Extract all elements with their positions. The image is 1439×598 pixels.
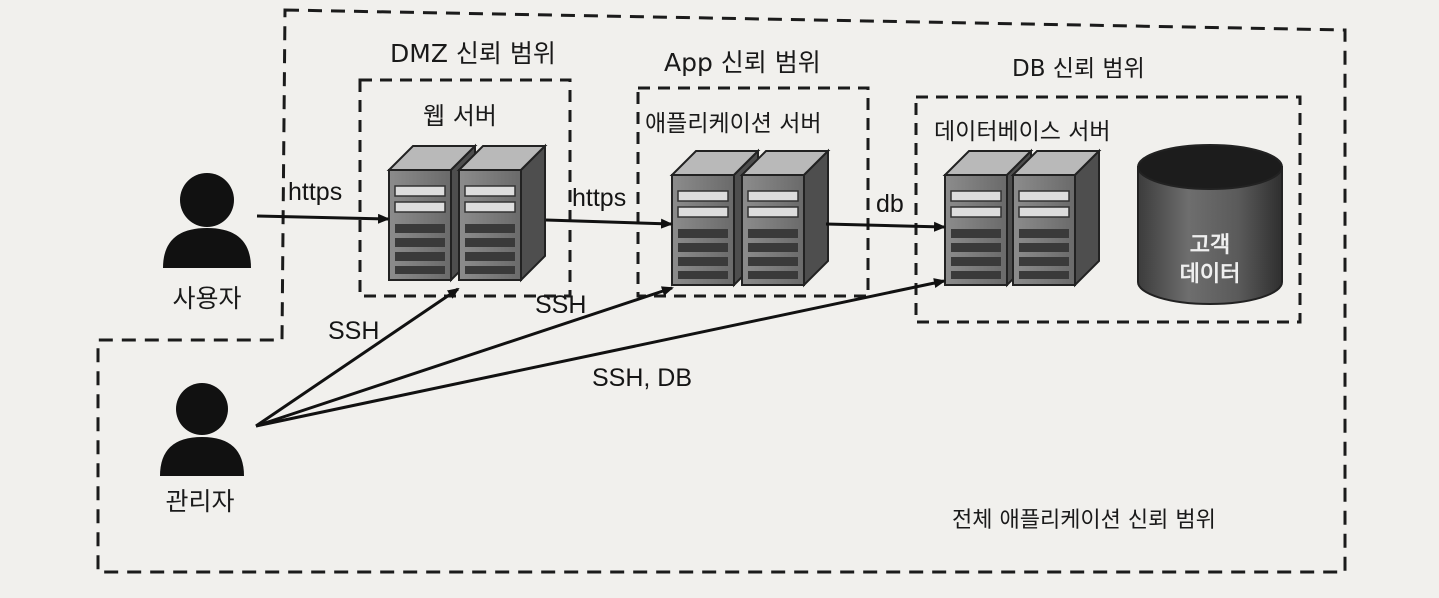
customer-data-label-line2: 데이터 [1180, 262, 1241, 287]
arrow-user-to-web [256, 213, 390, 224]
arrow-admin-to-web [255, 287, 460, 428]
db-trust-boundary [914, 95, 1302, 324]
edge-label-web-app: https [572, 184, 626, 212]
overall-trust-boundary [96, 8, 1347, 574]
edge-label-user-web: https [288, 178, 342, 206]
web-server-label: 웹 서버 [423, 102, 497, 130]
arrow-admin-to-db [255, 278, 946, 428]
overall-zone-label: 전체 애플리케이션 신뢰 범위 [952, 508, 1216, 533]
arrow-web-to-app [545, 218, 673, 229]
db-server-label: 데이터베이스 서버 [934, 119, 1111, 145]
app-server-label: 애플리케이션 서버 [645, 111, 822, 137]
database-icon: 고객 데이터 [1137, 144, 1283, 305]
web-server-icon [388, 145, 546, 281]
user-icon [163, 173, 251, 268]
app-trust-boundary [636, 86, 870, 298]
admin-icon [160, 383, 244, 476]
edge-label-admin-db: SSH, DB [592, 364, 692, 392]
user-label: 사용자 [172, 284, 241, 313]
customer-data-label-line1: 고객 [1190, 233, 1230, 258]
arrow-admin-to-app [255, 286, 674, 428]
db-zone-label: DB 신뢰 범위 [1012, 56, 1145, 82]
arrow-app-to-db [825, 221, 946, 232]
edge-label-admin-web: SSH [328, 317, 379, 345]
dmz-zone-label: DMZ 신뢰 범위 [390, 39, 556, 68]
edge-label-app-db: db [876, 190, 904, 218]
app-server-icon [671, 150, 829, 286]
db-server-icon [944, 150, 1100, 286]
admin-label: 관리자 [165, 487, 234, 516]
dmz-trust-boundary [358, 78, 572, 298]
edge-label-admin-app: SSH [535, 291, 586, 319]
app-zone-label: App 신뢰 범위 [664, 48, 821, 77]
